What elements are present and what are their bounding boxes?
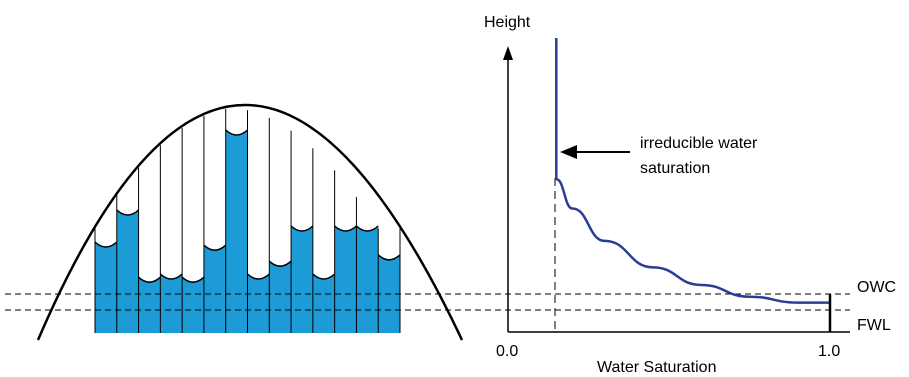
tube-water-column	[95, 242, 117, 333]
water-saturation-curve	[555, 38, 830, 304]
x-tick-label-max: 1.0	[818, 343, 840, 360]
fwl-label: FWL	[857, 317, 891, 334]
annotation-line-1: irreducible water	[640, 135, 758, 152]
tube-water-column	[182, 277, 204, 333]
tube-meniscus	[159, 273, 183, 280]
annotation-arrowhead	[560, 145, 577, 159]
tube-meniscus	[290, 225, 314, 232]
tube-water-column	[334, 226, 357, 333]
tube-water-column	[247, 274, 270, 333]
tube-water-column	[203, 245, 226, 333]
tube-meniscus	[246, 273, 270, 280]
tube-meniscus	[181, 276, 205, 283]
tube-water-column	[291, 226, 313, 333]
tube-meniscus	[268, 260, 292, 267]
tube-water-column	[225, 130, 248, 333]
tube-meniscus	[203, 244, 227, 251]
tube-meniscus	[225, 129, 249, 136]
saturation-height-chart: Height irreducible water saturation OWC …	[484, 14, 896, 376]
tube-water-column	[312, 274, 335, 333]
tube-water-column	[269, 261, 292, 333]
tube-meniscus	[138, 276, 161, 283]
tube-water-column	[160, 274, 183, 333]
tube-meniscus	[312, 273, 336, 280]
capillary-tubes	[94, 108, 401, 334]
x-tick-label-min: 0.0	[496, 343, 518, 360]
tube-meniscus	[116, 209, 140, 216]
y-axis-arrowhead	[503, 46, 513, 60]
tube-meniscus	[94, 241, 118, 248]
tube-water-column	[116, 210, 139, 333]
x-axis-label: Water Saturation	[597, 359, 716, 376]
owc-label: OWC	[857, 279, 896, 296]
tube-water-column	[356, 226, 379, 333]
tube-meniscus	[334, 225, 357, 232]
reservoir-illustration	[36, 104, 464, 341]
tube-meniscus	[377, 254, 401, 261]
annotation-line-2: saturation	[640, 160, 710, 177]
tube-water-column	[138, 277, 161, 333]
anticline-outline	[36, 104, 464, 341]
y-axis-label: Height	[484, 14, 531, 31]
tube-meniscus	[355, 225, 379, 232]
